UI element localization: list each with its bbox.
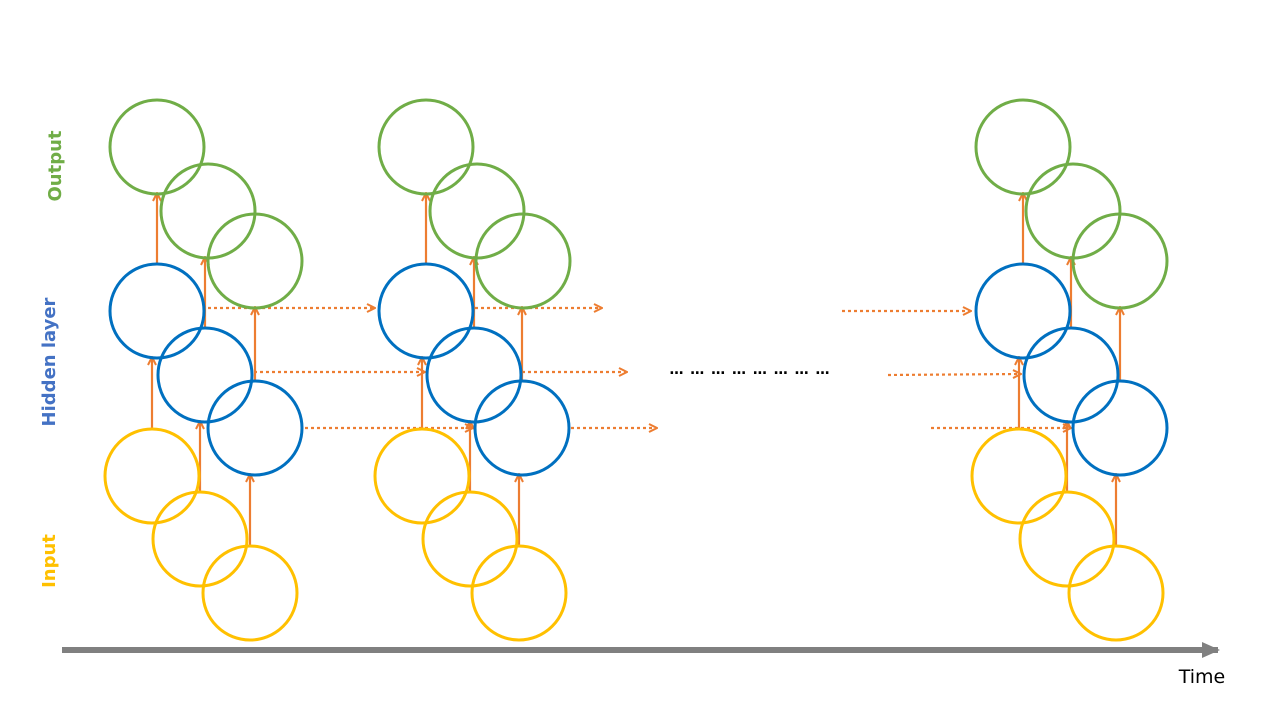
output-neuron [428, 162, 526, 260]
input-layer-label: Input [39, 534, 60, 588]
hidden-neuron [206, 379, 304, 477]
output-neuron [1024, 162, 1122, 260]
output-layer-label: Output [45, 130, 66, 201]
input-neuron [1018, 490, 1116, 588]
hidden-neuron [1022, 326, 1120, 424]
hidden-neuron [425, 326, 523, 424]
hidden-neuron [974, 262, 1072, 360]
output-neuron [377, 98, 475, 196]
hidden-neuron [473, 379, 571, 477]
hidden-neuron [377, 262, 475, 360]
recurrent-arrow [887, 374, 1020, 375]
input-neuron [1067, 544, 1165, 642]
input-neuron [103, 427, 201, 525]
hidden-neuron [156, 326, 254, 424]
input-neuron [470, 544, 568, 642]
input-neuron [373, 427, 471, 525]
time-axis-label: Time [1178, 666, 1226, 688]
output-neuron [159, 162, 257, 260]
input-neuron [201, 544, 299, 642]
hidden-layer-label: Hidden layer [39, 297, 60, 426]
input-neuron [970, 427, 1068, 525]
output-neuron [1071, 212, 1169, 310]
input-neuron [421, 490, 519, 588]
output-neuron [206, 212, 304, 310]
output-neuron [108, 98, 206, 196]
output-neuron [474, 212, 572, 310]
hidden-neuron [1071, 379, 1169, 477]
timestep-ellipsis: … … … … … … … … [669, 362, 830, 378]
hidden-neuron [108, 262, 206, 360]
input-neuron [151, 490, 249, 588]
output-neuron [974, 98, 1072, 196]
neurons [103, 98, 1169, 642]
